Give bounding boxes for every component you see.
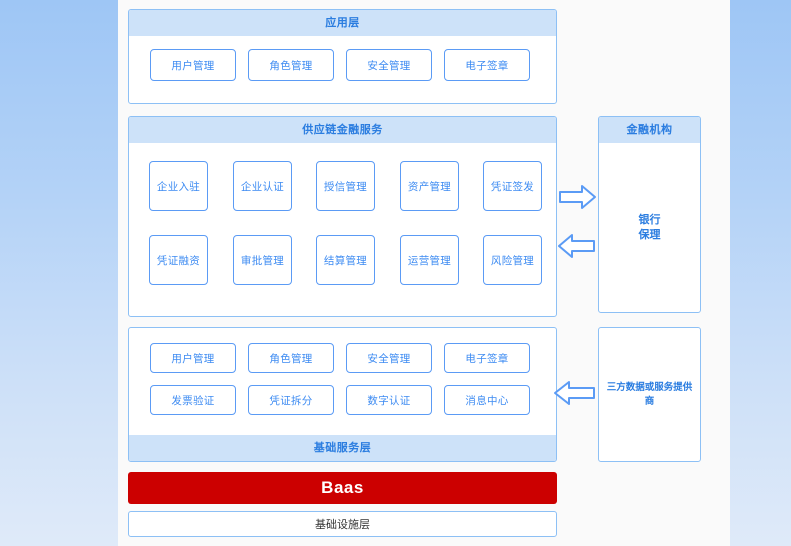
arrow-left-icon-financial: [557, 233, 595, 264]
tile-app-role-management[interactable]: 角色管理: [248, 49, 334, 81]
third-party-provider-label: 三方数据或服务提供商: [606, 381, 693, 407]
tile-base-security-management[interactable]: 安全管理: [346, 343, 432, 373]
basic-service-layer-card: 用户管理 角色管理 安全管理 电子签章 发票验证 凭证拆分 数字认证 消息中心 …: [128, 327, 557, 462]
tile-base-electronic-signature[interactable]: 电子签章: [444, 343, 530, 373]
tile-scf-settlement-management[interactable]: 结算管理: [316, 235, 375, 285]
tile-app-user-management[interactable]: 用户管理: [150, 49, 236, 81]
tile-scf-asset-management[interactable]: 资产管理: [400, 161, 459, 211]
application-layer-card: 应用层 用户管理 角色管理 安全管理 电子签章: [128, 9, 557, 104]
third-party-provider-panel: 三方数据或服务提供商: [598, 327, 701, 462]
tile-base-message-center[interactable]: 消息中心: [444, 385, 530, 415]
application-layer-body: 用户管理 角色管理 安全管理 电子签章: [129, 36, 556, 104]
tile-scf-enterprise-certification[interactable]: 企业认证: [233, 161, 292, 211]
infrastructure-layer-bar[interactable]: 基础设施层: [128, 511, 557, 537]
tile-app-security-management[interactable]: 安全管理: [346, 49, 432, 81]
tile-app-electronic-signature[interactable]: 电子签章: [444, 49, 530, 81]
basic-service-layer-title: 基础服务层: [129, 435, 556, 461]
baas-bar[interactable]: Baas: [128, 472, 557, 504]
tile-base-voucher-splitting[interactable]: 凭证拆分: [248, 385, 334, 415]
supply-chain-finance-card: 供应链金融服务 企业入驻 企业认证 授信管理 资产管理 凭证签发 凭证融资 审批…: [128, 116, 557, 317]
financial-institution-body: 银行 保理: [599, 143, 700, 313]
financial-institution-line-2: 保理: [638, 229, 661, 241]
supply-chain-finance-body: 企业入驻 企业认证 授信管理 资产管理 凭证签发 凭证融资 审批管理 结算管理 …: [129, 143, 556, 317]
tile-scf-approval-management[interactable]: 审批管理: [233, 235, 292, 285]
financial-institution-title: 金融机构: [599, 117, 700, 143]
tile-scf-voucher-financing[interactable]: 凭证融资: [149, 235, 208, 285]
tile-base-digital-certification[interactable]: 数字认证: [346, 385, 432, 415]
tile-base-role-management[interactable]: 角色管理: [248, 343, 334, 373]
arrow-left-icon-third-party: [553, 380, 595, 411]
financial-institution-panel: 金融机构 银行 保理: [598, 116, 701, 313]
financial-institution-line-1: 银行: [638, 214, 661, 226]
supply-chain-finance-title: 供应链金融服务: [129, 117, 556, 143]
arrow-right-icon: [559, 184, 597, 215]
tile-scf-voucher-issuance[interactable]: 凭证签发: [483, 161, 542, 211]
application-layer-title: 应用层: [129, 10, 556, 36]
financial-institution-text: 银行 保理: [639, 213, 661, 243]
basic-service-layer-body: 用户管理 角色管理 安全管理 电子签章 发票验证 凭证拆分 数字认证 消息中心: [129, 328, 556, 435]
tile-base-user-management[interactable]: 用户管理: [150, 343, 236, 373]
tile-scf-credit-management[interactable]: 授信管理: [316, 161, 375, 211]
tile-base-invoice-verification[interactable]: 发票验证: [150, 385, 236, 415]
tile-scf-operation-management[interactable]: 运营管理: [400, 235, 459, 285]
tile-scf-enterprise-onboarding[interactable]: 企业入驻: [149, 161, 208, 211]
tile-scf-risk-management[interactable]: 风险管理: [483, 235, 542, 285]
